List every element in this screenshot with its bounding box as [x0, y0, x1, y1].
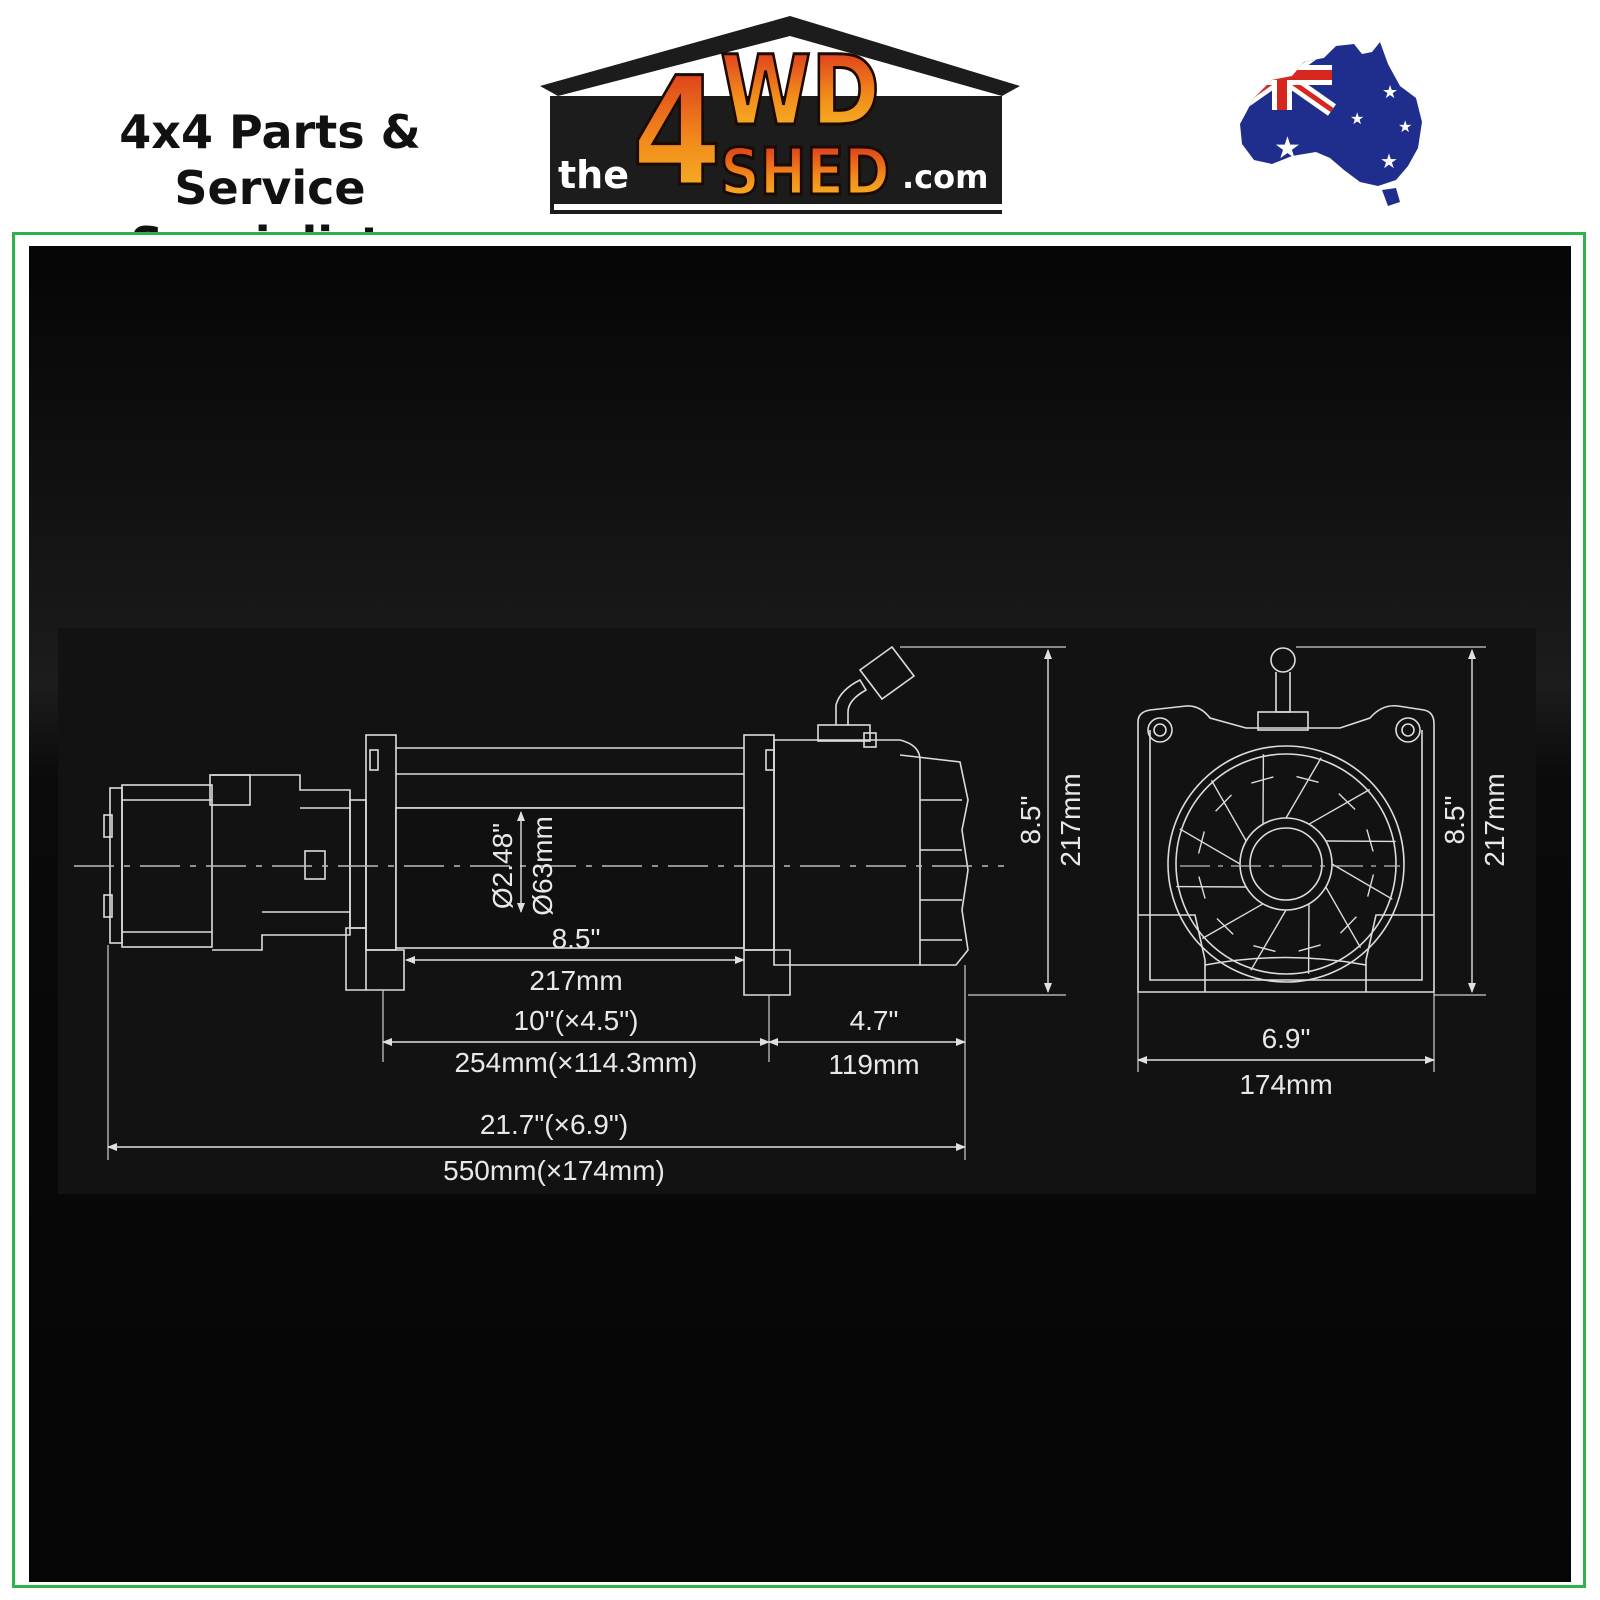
winch-end-view [1137, 647, 1435, 993]
total-length-mm-label: 550mm(×174mm) [443, 1155, 665, 1186]
clutch-ring [899, 754, 969, 966]
drawing-area [58, 628, 1536, 1194]
australia-flag-map-icon: ★ ★ ★ ★ ★ [1240, 42, 1422, 206]
end-view-spoke [1179, 828, 1241, 865]
end-view-spoke-rib [1215, 794, 1233, 812]
end-view-spoke [1308, 788, 1371, 825]
gearbox-housing [773, 739, 921, 966]
end-view-spoke-rib [1251, 776, 1274, 784]
svg-text:★: ★ [1398, 117, 1412, 136]
svg-text:★: ★ [1382, 82, 1398, 103]
gearbox-length-mm-label: 119mm [828, 1049, 919, 1080]
end-view-spoke-rib [1298, 944, 1321, 952]
end-view-spoke-rib [1198, 876, 1206, 899]
end-view-spoke [1210, 779, 1247, 842]
end-view-spoke-rib [1366, 829, 1374, 852]
drum-diameter-in-label: Ø2.48" [487, 823, 518, 909]
end-view-spoke-rib [1216, 917, 1234, 935]
end-height-mm-label: 217mm [1479, 773, 1510, 866]
motor-bolt-top [103, 814, 113, 838]
tasmania-shape [1382, 188, 1400, 206]
tagline-line1: 4x4 Parts & Service [119, 105, 421, 215]
logo-house-body [550, 96, 1002, 214]
logo-shed: SHED [720, 136, 890, 210]
logo-wd: WD [720, 35, 880, 147]
end-view-spoke-rib [1253, 945, 1276, 953]
mount-spacing-mm-label: 254mm(×114.3mm) [454, 1047, 697, 1078]
end-width-mm-label: 174mm [1239, 1069, 1332, 1100]
header: 4x4 Parts & Service Specialists the 4 WD… [0, 0, 1600, 271]
winch-side-view [103, 645, 969, 996]
end-view-spoke [1285, 757, 1322, 819]
end-view-bolt-hole-left [1147, 717, 1173, 743]
end-view-spoke-rib [1339, 916, 1357, 934]
total-length-in-label: 21.7"(×6.9") [480, 1109, 628, 1140]
drum-length-in-label: 8.5" [552, 923, 601, 954]
side-height-mm-label: 217mm [1055, 773, 1086, 866]
end-view-spoke-rib [1296, 775, 1319, 783]
end-view-clutch-wheel [1167, 745, 1405, 983]
end-view-spoke [1250, 909, 1287, 971]
svg-text:★: ★ [1380, 149, 1398, 173]
end-view-spoke [1325, 886, 1362, 949]
logo-underline [554, 204, 1002, 210]
clutch-lever-arm [835, 678, 868, 725]
end-width-in-label: 6.9" [1262, 1023, 1311, 1054]
side-height-in-label: 8.5" [1015, 796, 1046, 845]
end-view-spoke-rib [1197, 831, 1205, 854]
end-view-spoke-rib [1367, 874, 1375, 897]
side-height-extension-lines [900, 646, 1066, 996]
the4wdshed-logo[interactable]: the 4 WD SHED .com [540, 16, 1040, 222]
end-view-spoke [1201, 903, 1264, 940]
logo-the: the [558, 153, 629, 197]
logo-dotcom: .com [902, 158, 988, 196]
terminal-box [209, 774, 251, 806]
terminal-stud [304, 850, 326, 880]
end-height-extension-lines [1296, 646, 1486, 996]
end-view-spokes [1176, 754, 1396, 974]
mount-spacing-in-label: 10"(×4.5") [514, 1005, 639, 1036]
motor-bolt-bottom [103, 894, 113, 918]
end-view-lever-knob [1270, 647, 1296, 673]
mount-extension-lines [107, 945, 966, 1160]
end-view-housing [1137, 704, 1435, 993]
gearbox-length-in-label: 4.7" [850, 1005, 899, 1036]
drum-length-mm-label: 217mm [529, 965, 622, 996]
logo-roof [540, 16, 1020, 96]
end-height-in-label: 8.5" [1439, 796, 1470, 845]
end-view-spoke [1331, 863, 1393, 900]
logo-4: 4 [632, 46, 722, 220]
svg-text:★: ★ [1350, 109, 1364, 128]
drum-diameter-mm-label: Ø63mm [527, 816, 558, 916]
end-view-bolt-hole-right [1395, 717, 1421, 743]
clutch-lever-handle [858, 645, 916, 701]
end-view-spoke-rib [1338, 793, 1356, 811]
winch-drum [395, 807, 745, 949]
